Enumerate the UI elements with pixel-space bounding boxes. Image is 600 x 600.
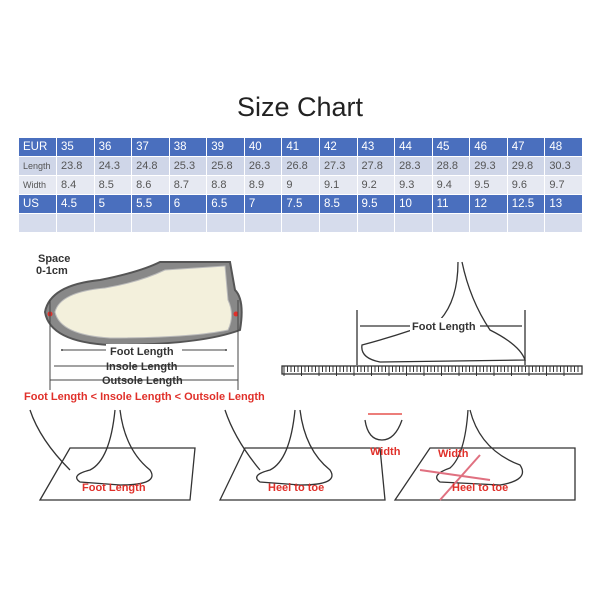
step1-label: Foot Length <box>82 482 146 494</box>
insole-length-label: Insole Length <box>106 361 178 373</box>
toe-width-label: Width <box>370 446 401 458</box>
empty-cell <box>318 213 358 233</box>
step-diagrams <box>29 409 576 501</box>
table-cell: 8.5 <box>318 194 358 214</box>
table-cell: 13 <box>544 194 583 214</box>
empty-cell <box>544 213 583 233</box>
shoe-diagram <box>43 261 243 390</box>
length-comparison: Foot Length < Insole Length < Outsole Le… <box>24 391 265 403</box>
table-cell: 29.3 <box>469 156 508 176</box>
ruler <box>283 366 579 376</box>
table-cell: 11 <box>431 194 471 214</box>
table-cell: 44 <box>394 137 433 157</box>
space-range-label: 0-1cm <box>36 265 68 277</box>
table-cell: 35 <box>56 137 95 157</box>
table-cell: 9.3 <box>394 175 433 195</box>
table-cell: 43 <box>356 137 396 157</box>
table-cell: 45 <box>431 137 471 157</box>
row-header: Width <box>18 175 57 195</box>
table-cell: 9 <box>281 175 320 195</box>
table-cell: 29.8 <box>506 156 546 176</box>
table-cell: 25.8 <box>206 156 245 176</box>
table-cell: 12.5 <box>506 194 546 214</box>
table-cell: 9.5 <box>356 194 396 214</box>
table-cell: 4.5 <box>56 194 95 214</box>
empty-cell <box>18 213 57 233</box>
empty-cell <box>56 213 95 233</box>
table-cell: 8.9 <box>243 175 283 195</box>
table-cell: 26.3 <box>243 156 283 176</box>
table-cell: 9.4 <box>431 175 471 195</box>
table-cell: 8.6 <box>131 175 170 195</box>
empty-cell <box>131 213 170 233</box>
page-title: Size Chart <box>236 92 364 122</box>
table-cell: 8.4 <box>56 175 95 195</box>
space-label: Space <box>38 253 70 265</box>
table-cell: 27.8 <box>356 156 396 176</box>
step2-label: Heel to toe <box>268 482 324 494</box>
step3-width-label: Width <box>438 448 469 460</box>
table-cell: 12 <box>469 194 508 214</box>
empty-cell <box>356 213 396 233</box>
foot-length-label: Foot Length <box>110 346 174 358</box>
table-cell: 28.3 <box>394 156 433 176</box>
table-cell: 7.5 <box>281 194 320 214</box>
empty-cell <box>506 213 546 233</box>
table-cell: 8.7 <box>168 175 208 195</box>
row-header: US <box>18 194 57 214</box>
empty-cell <box>431 213 471 233</box>
table-cell: 23.8 <box>56 156 95 176</box>
empty-row <box>18 213 583 233</box>
step3-heel-label: Heel to toe <box>452 482 508 494</box>
table-cell: 5 <box>93 194 133 214</box>
table-cell: 40 <box>243 137 283 157</box>
ruler-foot-length-label: Foot Length <box>412 321 476 333</box>
table-cell: 28.8 <box>431 156 471 176</box>
table-cell: 7 <box>243 194 283 214</box>
empty-cell <box>93 213 133 233</box>
table-cell: 6.5 <box>206 194 245 214</box>
ruler-foot-diagram <box>281 261 583 375</box>
table-cell: 9.2 <box>356 175 396 195</box>
table-cell: 30.3 <box>544 156 583 176</box>
outsole-length-label: Outsole Length <box>102 375 183 387</box>
table-cell: 25.3 <box>168 156 208 176</box>
table-cell: 46 <box>469 137 508 157</box>
table-cell: 9.7 <box>544 175 583 195</box>
table-cell: 39 <box>206 137 245 157</box>
table-cell: 48 <box>544 137 583 157</box>
empty-cell <box>469 213 508 233</box>
table-cell: 27.3 <box>318 156 358 176</box>
table-cell: 24.8 <box>131 156 170 176</box>
